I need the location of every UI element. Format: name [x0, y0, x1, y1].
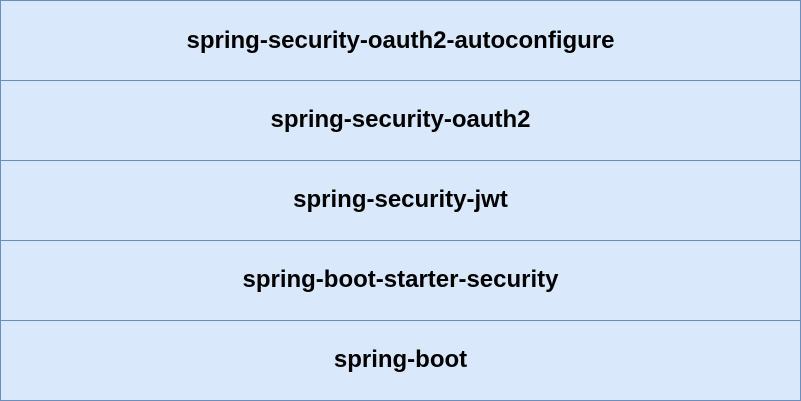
- divider: [1, 240, 800, 241]
- layer-label: spring-security-jwt: [293, 186, 508, 213]
- layer-spring-security-oauth2-autoconfigure: spring-security-oauth2-autoconfigure: [1, 1, 800, 80]
- divider: [1, 320, 800, 321]
- divider: [1, 160, 800, 161]
- divider: [1, 80, 800, 81]
- layer-label: spring-boot: [333, 346, 468, 373]
- layer-spring-security-jwt: spring-security-jwt: [1, 160, 800, 240]
- layer-spring-security-oauth2: spring-security-oauth2: [1, 80, 800, 160]
- layer-label: spring-security-oauth2-autoconfigure: [186, 26, 615, 54]
- layer-spring-boot: spring-boot: [1, 320, 800, 400]
- layer-label: spring-security-oauth2: [270, 106, 531, 133]
- layer-spring-boot-starter-security: spring-boot-starter-security: [1, 240, 800, 320]
- layer-label: spring-boot-starter-security: [242, 266, 559, 293]
